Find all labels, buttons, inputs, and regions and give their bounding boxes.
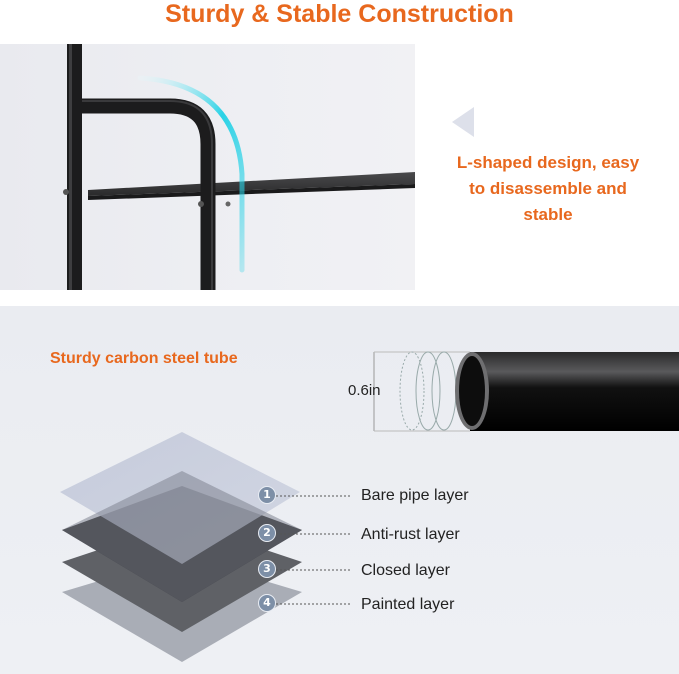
feature-line: to disassemble and [469,179,627,198]
tube-layers-panel: Sturdy carbon steel tube 0.6in 1 2 3 4 B… [0,306,679,674]
page-title: Sturdy & Stable Construction [165,0,514,28]
feature-line: stable [523,205,573,224]
shelf-frame-illustration [63,44,415,290]
layer-label: Bare pipe layer [361,487,469,504]
pointer-arrow-icon [452,107,474,137]
layer-number-badge: 4 [258,594,276,612]
feature-description: L-shaped design, easy to disassemble and… [428,150,668,228]
tube-subtitle: Sturdy carbon steel tube [50,350,238,367]
tube-layers-illustration [60,351,679,662]
layer-number-badge: 2 [258,524,276,542]
layer-label: Closed layer [361,562,450,579]
feature-line: L-shaped design, easy [456,153,640,172]
layer-label: Painted layer [361,596,455,613]
layer-number-badge: 3 [258,560,276,578]
layer-label: Anti-rust layer [361,526,460,543]
layer-number-badge: 1 [258,486,276,504]
frame-closeup-image [0,44,415,290]
diameter-label: 0.6in [348,382,381,399]
